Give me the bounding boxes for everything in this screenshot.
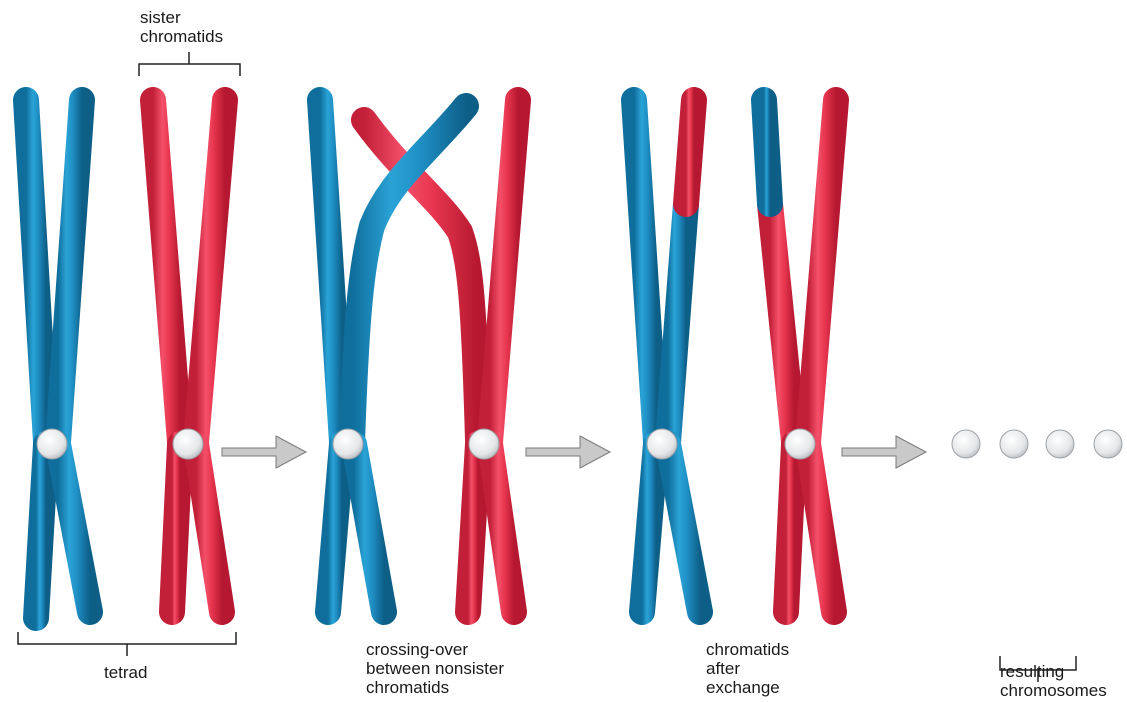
label-line: between nonsister — [366, 659, 504, 678]
stage-1-tetrad — [18, 52, 240, 656]
red-chromatid-2-lower — [490, 444, 514, 612]
centromere — [333, 429, 363, 459]
blue-chromatid-2-lower — [668, 444, 700, 612]
blue-chromatid-1-upper — [634, 100, 656, 442]
stage-2-crossing-over — [320, 100, 518, 612]
blue-chromatid-2-lower — [354, 444, 384, 612]
centromere — [647, 429, 677, 459]
red-homolog-stage1 — [153, 100, 225, 612]
stage-3-after-exchange — [634, 100, 836, 612]
red-chromatid-2-lower — [196, 444, 222, 612]
sister-chromatids-bracket — [139, 52, 240, 76]
red-chromatid-2-upper — [808, 100, 836, 442]
sister-chromatids-label: sister chromatids — [140, 8, 223, 46]
blue-chromatid-2-upper — [58, 100, 82, 442]
blue-chromatid-1-upper — [320, 100, 342, 442]
stage-4-resulting-chromosomes — [952, 96, 1122, 682]
tetrad-bracket — [18, 632, 236, 656]
arrow-right-icon — [526, 436, 610, 468]
centromere — [173, 429, 203, 459]
red-chromatid-2-upper — [490, 100, 518, 442]
red-chromatid-1-upper-segment — [770, 204, 794, 442]
tetrad-label: tetrad — [104, 663, 147, 682]
blue-chromatid-2-upper-segment — [668, 204, 686, 442]
red-chromatid-1-lower — [468, 444, 478, 612]
blue-chromatid-crossing-upper — [352, 106, 466, 442]
blue-chromatid-1-lower — [36, 444, 46, 618]
label-line: sister — [140, 8, 223, 27]
blue-chromatid-1-lower — [328, 444, 342, 612]
centromere — [952, 430, 980, 458]
blue-chromatid-2-lower — [58, 444, 90, 612]
red-chromatid-1-upper — [153, 100, 180, 442]
arrow-right-icon — [222, 436, 306, 468]
red-chromatid-2-upper — [196, 100, 225, 442]
red-chromatid-1-lower — [786, 444, 794, 612]
label-line: chromatids — [140, 27, 223, 46]
centromere — [469, 429, 499, 459]
label-line: chromatids — [366, 678, 504, 697]
centromere — [1000, 430, 1028, 458]
label-line: chromatids — [706, 640, 789, 659]
label-line: exchange — [706, 678, 789, 697]
centromere — [37, 429, 67, 459]
blue-chromatid-1-lower — [642, 444, 656, 612]
centromere — [1094, 430, 1122, 458]
label-line: crossing-over — [366, 640, 504, 659]
crossing-over-label: crossing-over between nonsister chromati… — [366, 640, 504, 697]
red-chromatid-1-lower — [172, 444, 180, 612]
chromatids-after-exchange-label: chromatids after exchange — [706, 640, 789, 697]
label-line: after — [706, 659, 789, 678]
arrow-right-icon — [842, 436, 926, 468]
blue-homolog-stage1 — [26, 100, 90, 618]
red-tip-exchanged-segment — [686, 100, 694, 204]
centromere — [785, 429, 815, 459]
label-line: chromosomes — [1000, 681, 1107, 700]
red-chromatid-2-lower — [808, 444, 834, 612]
centromere — [1046, 430, 1074, 458]
blue-chromatid-1-upper — [26, 100, 46, 442]
resulting-chromosomes-label: resulting chromosomes — [1000, 662, 1107, 700]
blue-tip-exchanged-segment — [764, 100, 770, 204]
label-line: resulting — [1000, 662, 1107, 681]
